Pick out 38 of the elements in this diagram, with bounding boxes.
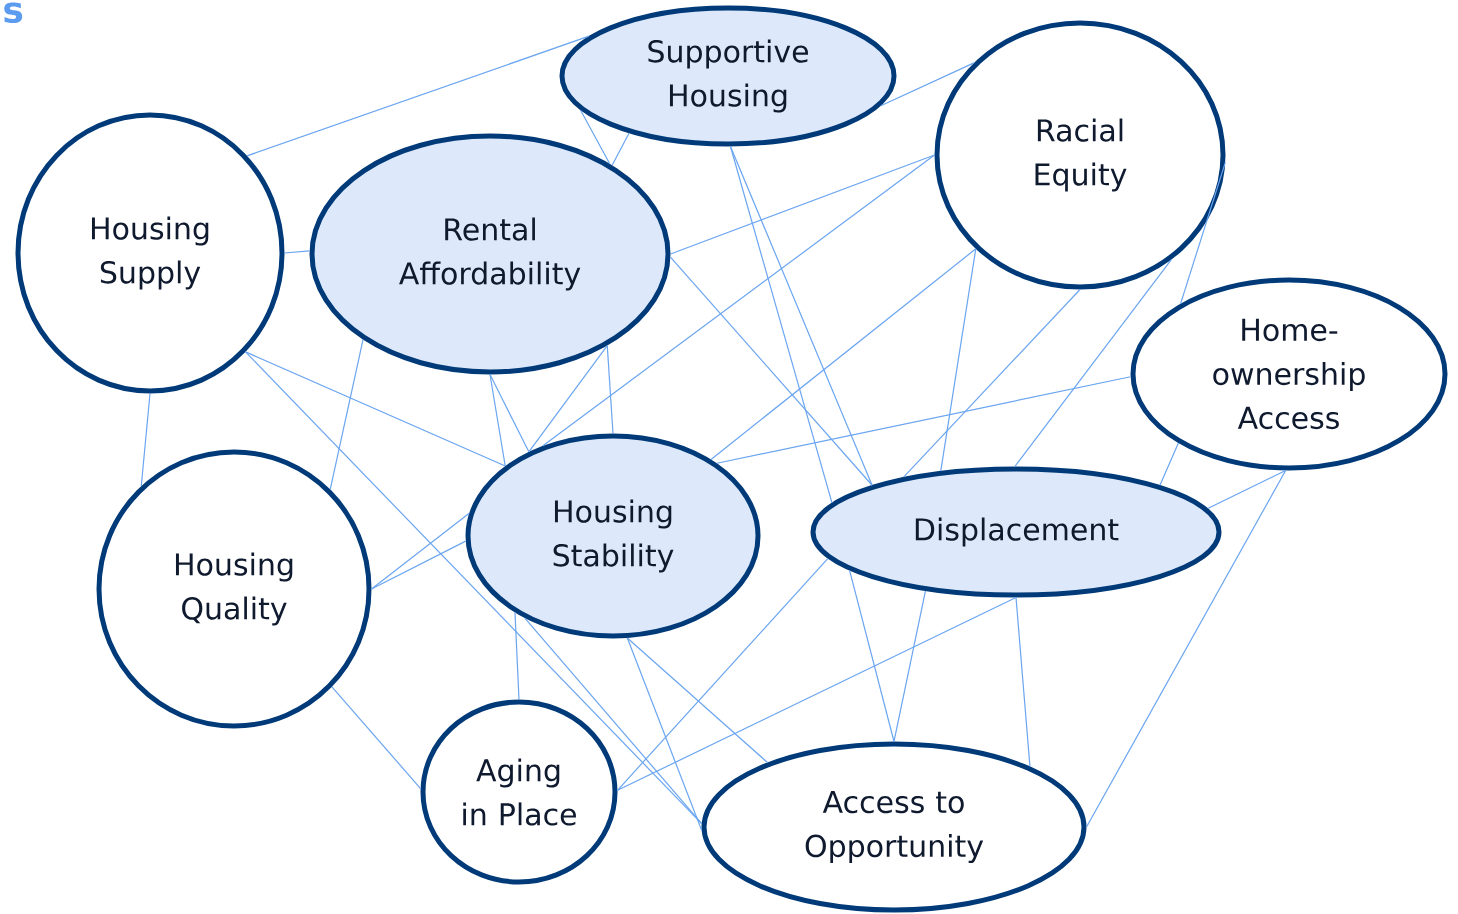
- connector-line: [524, 617, 703, 825]
- connector-line: [514, 612, 520, 701]
- connector-line: [283, 250, 311, 254]
- connector-line: [669, 256, 873, 486]
- connector-line: [1180, 162, 1226, 305]
- connector-line: [616, 557, 829, 791]
- connector-line: [1207, 469, 1287, 510]
- connector-line: [542, 154, 936, 447]
- connector-line: [1159, 442, 1179, 486]
- connector-line: [626, 637, 703, 831]
- connector-line: [331, 686, 422, 790]
- connector-line: [880, 62, 975, 107]
- connector-line: [528, 345, 608, 453]
- connector-line: [329, 339, 364, 490]
- connector-line: [370, 540, 467, 590]
- connector-line: [370, 512, 470, 590]
- connector-line: [1015, 596, 1031, 768]
- connector-line: [716, 376, 1132, 464]
- connector-line: [244, 351, 506, 467]
- connector-line: [903, 288, 1081, 478]
- connector-line: [849, 569, 895, 743]
- connector-line: [729, 145, 833, 504]
- connector-line: [940, 248, 977, 472]
- connector-line: [710, 248, 977, 460]
- connector-line: [579, 109, 611, 165]
- connector-line: [729, 145, 873, 486]
- connector-line: [1085, 469, 1287, 828]
- connector-line: [611, 132, 630, 166]
- connector-line: [246, 35, 590, 157]
- connector-line: [893, 590, 927, 743]
- connector-line: [606, 345, 614, 435]
- connector-line: [669, 154, 936, 255]
- title-text: s: [4, 2, 23, 24]
- connector-line: [489, 373, 530, 453]
- connector-line: [626, 637, 769, 764]
- connector-line: [140, 392, 151, 487]
- connector-line: [616, 596, 1017, 791]
- connector-line: [1014, 259, 1172, 468]
